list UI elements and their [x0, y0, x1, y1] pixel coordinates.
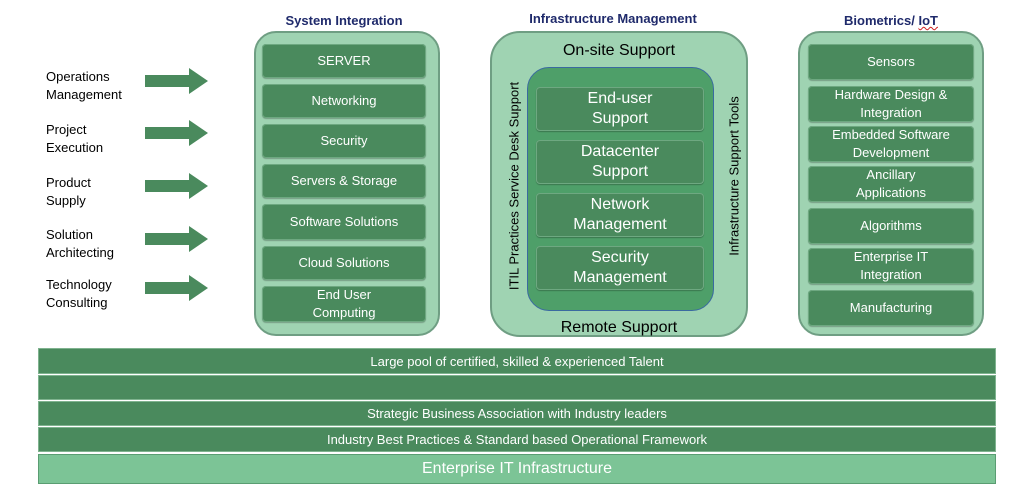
iot-title-text: IoT [918, 13, 938, 28]
bio-manufacturing: Manufacturing [808, 290, 974, 326]
support-tools-vertical-label: Infrastructure Support Tools [726, 96, 742, 256]
label-project-execution: Project Execution [46, 122, 104, 155]
arrow-right-icon [145, 173, 208, 199]
bio-ancillary-applications: Ancillary Applications [808, 166, 974, 202]
im-security-management: Security Management [536, 246, 704, 290]
label-product-supply: Product Supply [46, 175, 91, 208]
arrow-right-icon [145, 68, 208, 94]
im-network-management: Network Management [536, 193, 704, 237]
im-datacenter-support: Datacenter Support [536, 140, 704, 184]
biometrics-title: Biometrics/ IoT [798, 13, 984, 28]
si-end-user-computing: End User Computing [262, 286, 426, 322]
onsite-support-label: On-site Support [562, 42, 676, 59]
enterprise-it-infrastructure: Enterprise IT Infrastructure [38, 454, 996, 484]
label-technology-consulting: Technology Consulting [46, 277, 112, 310]
label-operations-management: Operations Management [46, 69, 122, 102]
si-server: SERVER [262, 44, 426, 78]
si-networking: Networking [262, 84, 426, 118]
itil-vertical-label: ITIL Practices Service Desk Support [506, 81, 522, 291]
si-servers-storage: Servers & Storage [262, 164, 426, 198]
bio-hardware-design: Hardware Design & Integration [808, 86, 974, 122]
system-integration-title: System Integration [285, 13, 403, 28]
bio-sensors: Sensors [808, 44, 974, 80]
band-talent: Large pool of certified, skilled & exper… [38, 348, 996, 374]
arrow-right-icon [145, 275, 208, 301]
bio-algorithms: Algorithms [808, 208, 974, 244]
bio-embedded-software: Embedded Software Development [808, 126, 974, 162]
arrow-right-icon [145, 120, 208, 146]
si-software-solutions: Software Solutions [262, 204, 426, 240]
arrow-right-icon [145, 226, 208, 252]
remote-support-label: Remote Support [560, 319, 678, 336]
si-cloud-solutions: Cloud Solutions [262, 246, 426, 280]
band-empty [38, 375, 996, 400]
si-security: Security [262, 124, 426, 158]
band-best-practices: Industry Best Practices & Standard based… [38, 427, 996, 452]
band-strategic-association: Strategic Business Association with Indu… [38, 401, 996, 426]
biometrics-title-text: Biometrics/ [844, 13, 919, 28]
infrastructure-management-title: Infrastructure Management [529, 11, 697, 26]
bio-enterprise-it-integration: Enterprise IT Integration [808, 248, 974, 284]
label-solution-architecting: Solution Architecting [46, 227, 114, 260]
im-end-user-support: End-user Support [536, 87, 704, 131]
